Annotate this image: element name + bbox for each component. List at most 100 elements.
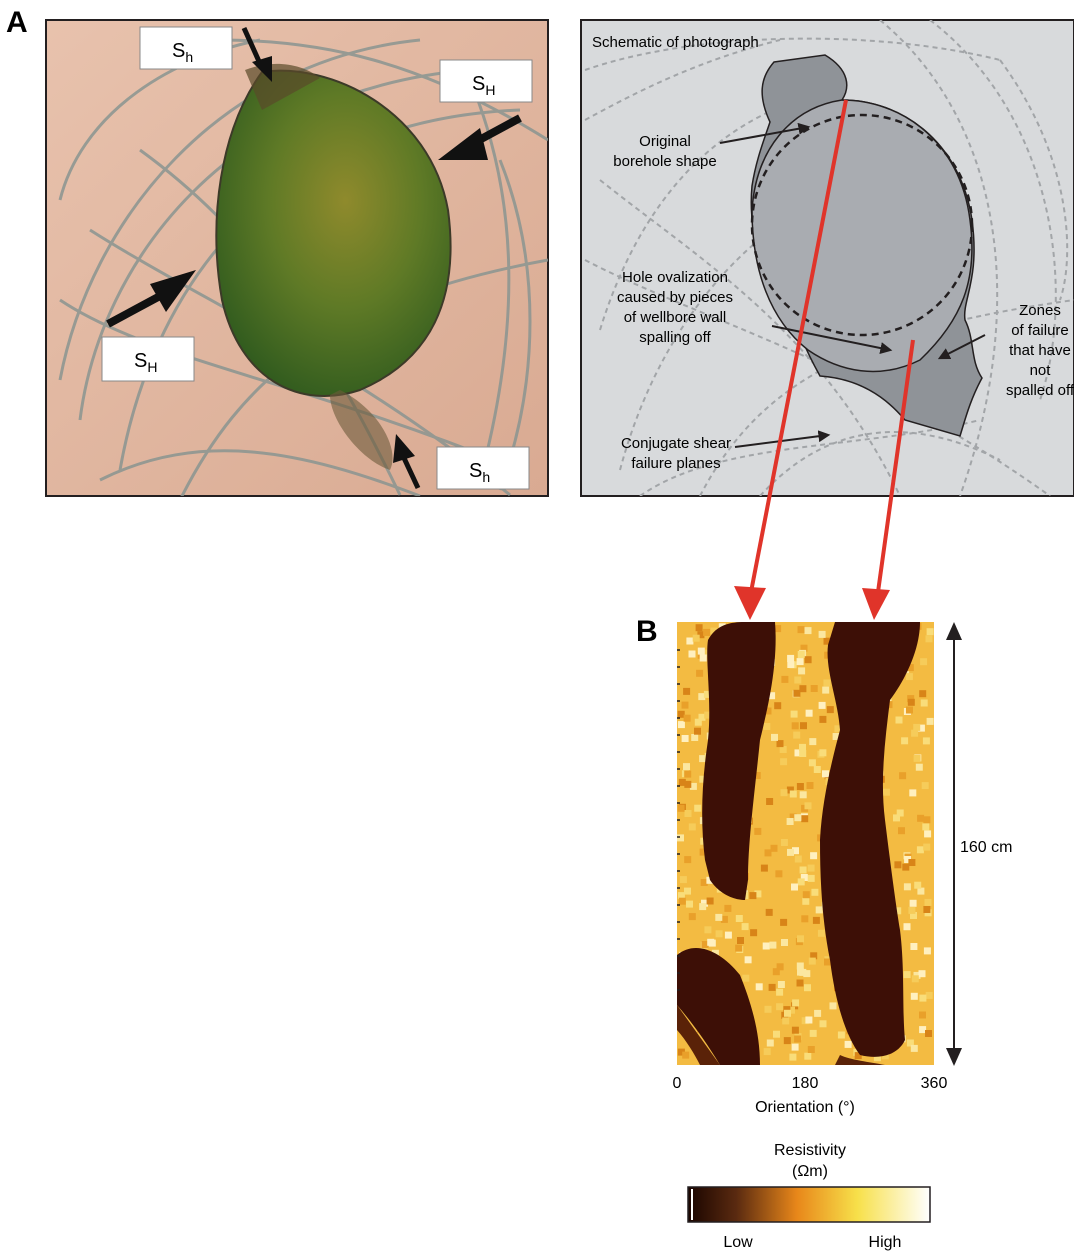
speckle-pixel [894, 861, 901, 868]
x-tick-180: 180 [792, 1075, 819, 1092]
speckle-pixel [801, 915, 808, 922]
speckle-pixel [922, 782, 929, 789]
speckle-pixel [693, 635, 700, 642]
speckle-pixel [769, 942, 776, 949]
speckle-pixel [686, 638, 693, 645]
speckle-pixel [766, 798, 773, 805]
speckle-pixel [694, 805, 701, 812]
stress-label-SH-left: SH [102, 337, 194, 381]
red-arrowhead-right-icon [862, 588, 890, 620]
speckle-pixel [809, 759, 816, 766]
speckle-pixel [763, 723, 770, 730]
speckle-pixel [919, 995, 926, 1002]
speckle-pixel [686, 901, 693, 908]
speckle-pixel [912, 975, 919, 982]
speckle-pixel [683, 688, 690, 695]
speckle-pixel [792, 1044, 799, 1051]
speckle-pixel [797, 935, 804, 942]
speckle-pixel [787, 818, 794, 825]
speckle-pixel [795, 856, 802, 863]
speckle-pixel [695, 719, 702, 726]
speckle-pixel [780, 919, 787, 926]
svg-text:that have: that have [1009, 342, 1071, 359]
speckle-pixel [699, 903, 706, 910]
speckle-pixel [763, 943, 770, 950]
speckle-pixel [906, 673, 913, 680]
speckle-pixel [809, 958, 816, 965]
speckle-pixel [899, 772, 906, 779]
speckle-pixel [771, 845, 778, 852]
svg-text:of wellbore wall: of wellbore wall [624, 309, 727, 326]
speckle-pixel [838, 1032, 845, 1039]
speckle-pixel [793, 732, 800, 739]
speckle-pixel [736, 915, 743, 922]
speckle-pixel [767, 1040, 774, 1047]
speckle-pixel [680, 876, 687, 883]
speckle-pixel [804, 984, 811, 991]
colorbar-title: Resistivity [774, 1142, 846, 1159]
speckle-pixel [707, 939, 714, 946]
speckle-pixel [919, 690, 926, 697]
speckle-pixel [794, 1036, 801, 1043]
speckle-pixel [682, 1052, 689, 1059]
x-axis: 0 180 360 Orientation (°) [673, 1075, 948, 1116]
speckle-pixel [904, 923, 911, 930]
speckle-pixel [908, 699, 915, 706]
speckle-pixel [754, 828, 761, 835]
speckle-pixel [790, 791, 797, 798]
svg-text:Hole ovalization: Hole ovalization [622, 269, 728, 286]
speckle-pixel [920, 658, 927, 665]
speckle-pixel [777, 740, 784, 747]
speckle-pixel [781, 939, 788, 946]
speckle-pixel [689, 651, 696, 658]
svg-text:borehole shape: borehole shape [613, 153, 716, 170]
speckle-pixel [684, 888, 691, 895]
speckle-pixel [917, 846, 924, 853]
speckle-pixel [797, 969, 804, 976]
speckle-pixel [827, 706, 834, 713]
speckle-pixel [923, 737, 930, 744]
x-axis-label: Orientation (°) [755, 1099, 855, 1116]
speckle-pixel [926, 635, 933, 642]
borehole-photo: Sh SH SH Sh [46, 20, 548, 500]
speckle-pixel [764, 1048, 771, 1055]
speckle-pixel [685, 810, 692, 817]
speckle-pixel [925, 1030, 932, 1037]
speckle-pixel [724, 905, 731, 912]
speckle-pixel [682, 735, 689, 742]
speckle-pixel [792, 722, 799, 729]
speckle-pixel [678, 805, 685, 812]
speckle-pixel [925, 899, 932, 906]
colorbar-high: High [869, 1234, 902, 1251]
speckle-pixel [750, 929, 757, 936]
speckle-pixel [814, 766, 821, 773]
speckle-pixel [801, 815, 808, 822]
speckle-pixel [898, 827, 905, 834]
speckle-pixel [684, 781, 691, 788]
speckle-pixel [805, 802, 812, 809]
speckle-pixel [745, 956, 752, 963]
speckle-pixel [922, 823, 929, 830]
speckle-pixel [784, 1037, 791, 1044]
svg-text:Conjugate shear: Conjugate shear [621, 435, 731, 452]
colorbar: Resistivity (Ωm) Low High [688, 1142, 930, 1251]
speckle-pixel [792, 999, 799, 1006]
speckle-pixel [923, 844, 930, 851]
speckle-pixel [926, 992, 933, 999]
speckle-pixel [799, 685, 806, 692]
speckle-pixel [793, 690, 800, 697]
speckle-pixel [810, 852, 817, 859]
speckle-pixel [683, 763, 690, 770]
speckle-pixel [908, 907, 915, 914]
speckle-pixel [792, 1027, 799, 1034]
speckle-pixel [703, 629, 710, 636]
speckle-pixel [914, 755, 921, 762]
svg-text:spalled off: spalled off [1006, 382, 1074, 399]
speckle-pixel [820, 1020, 827, 1027]
speckle-pixel [707, 898, 714, 905]
speckle-pixel [737, 937, 744, 944]
speckle-pixel [896, 717, 903, 724]
stress-label-sh-top: Sh [140, 27, 232, 69]
speckle-pixel [808, 875, 815, 882]
speckle-pixel [908, 859, 915, 866]
